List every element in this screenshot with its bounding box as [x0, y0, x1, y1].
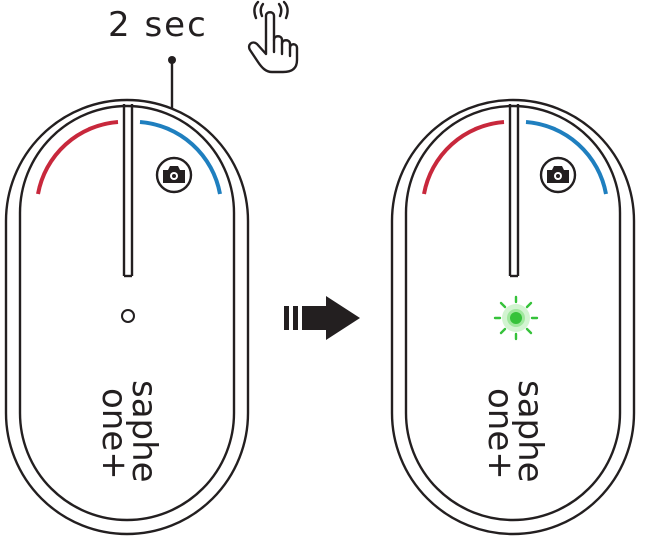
brand-line-2: one+ — [480, 388, 520, 480]
center-divider — [122, 104, 134, 278]
camera-icon — [547, 166, 569, 183]
right-blue-arc — [525, 120, 608, 195]
status-led-on — [493, 295, 539, 341]
center-divider — [508, 104, 520, 278]
right-blue-arc — [139, 120, 222, 195]
brand-logo: saphe one+ — [480, 380, 550, 483]
status-led-off — [121, 309, 135, 323]
duration-label: 2 sec — [108, 5, 208, 45]
left-red-arc — [36, 120, 119, 195]
camera-icon — [163, 166, 185, 183]
camera-button[interactable] — [155, 156, 193, 194]
right-arrow-icon — [284, 296, 360, 340]
device-before: saphe one+ — [4, 98, 250, 536]
brand-line-1: saphe — [510, 380, 550, 483]
camera-button[interactable] — [539, 156, 577, 194]
brand-line-2: one+ — [94, 388, 134, 480]
left-red-arc — [422, 120, 505, 195]
device-after: saphe one+ — [390, 98, 636, 536]
brand-logo: saphe one+ — [94, 380, 164, 483]
tap-finger-icon — [247, 0, 299, 74]
brand-line-1: saphe — [124, 380, 164, 483]
